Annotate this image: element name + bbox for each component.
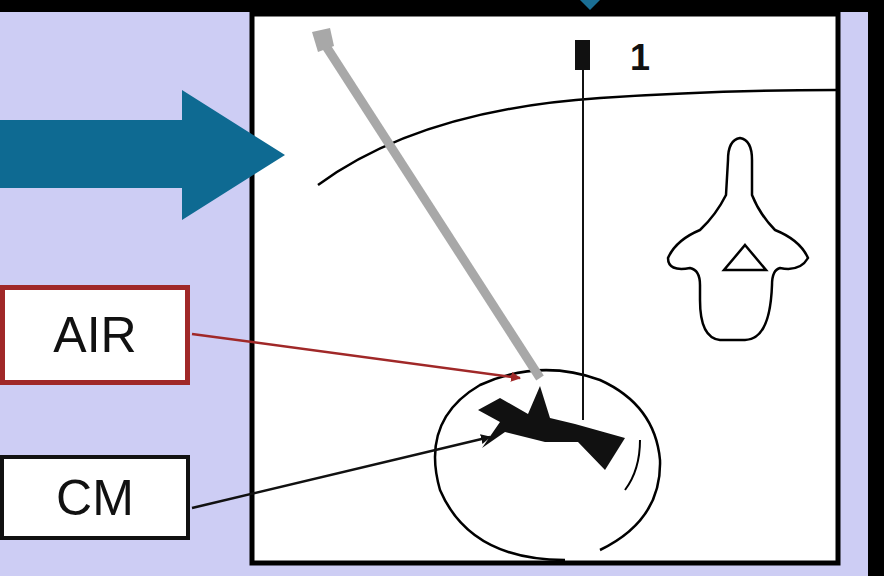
top-arrow-tip bbox=[580, 0, 600, 10]
marker-block bbox=[575, 40, 590, 70]
cm-leader bbox=[192, 437, 490, 508]
air-label-box: AIR bbox=[0, 285, 190, 385]
marker-line bbox=[582, 70, 584, 420]
illustration-frame bbox=[252, 14, 838, 563]
air-leader bbox=[192, 334, 520, 378]
vertebra bbox=[668, 138, 808, 340]
label-text: CM bbox=[56, 473, 134, 523]
cm-label-box: CM bbox=[0, 455, 190, 540]
callout-number: 1 bbox=[630, 40, 650, 76]
background-panel bbox=[0, 12, 868, 576]
collecting-system bbox=[478, 386, 625, 470]
kidney-hilum bbox=[625, 440, 640, 490]
needle-hub bbox=[312, 28, 334, 52]
pointer-arrow bbox=[0, 90, 285, 220]
skin-line bbox=[318, 90, 836, 185]
label-text: AIR bbox=[53, 310, 136, 360]
kidney-outline bbox=[435, 370, 660, 560]
needle bbox=[322, 40, 540, 378]
spinal-canal bbox=[724, 245, 766, 270]
